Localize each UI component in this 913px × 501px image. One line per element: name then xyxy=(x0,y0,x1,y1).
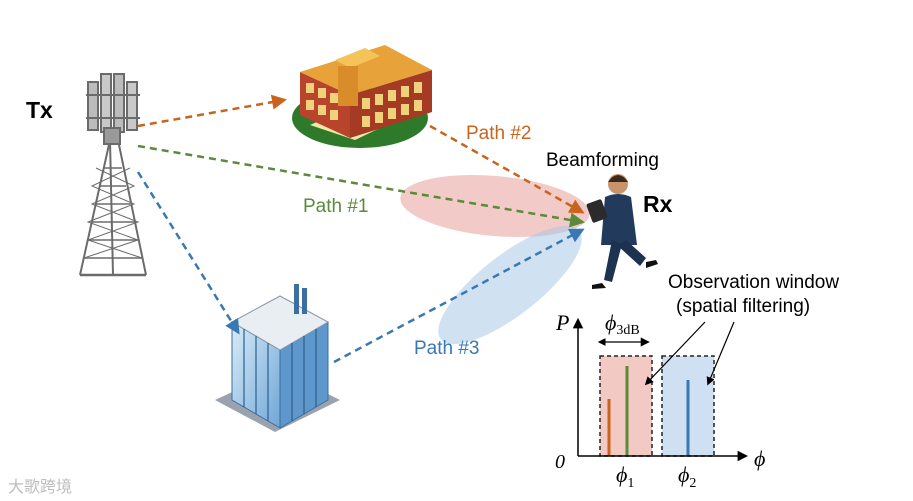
person-with-tablet-icon xyxy=(586,174,658,289)
path3-label: Path #3 xyxy=(414,338,480,359)
spatial-filtering-label: (spatial filtering) xyxy=(676,296,810,317)
window1-pointer xyxy=(644,321,706,386)
path1-arrow xyxy=(137,144,585,228)
path3-lower-arrow xyxy=(333,228,585,364)
observation-window-label: Observation window xyxy=(668,272,839,293)
rx-label: Rx xyxy=(643,191,673,217)
school-building-icon xyxy=(292,45,432,148)
phi1-label: ϕ1 xyxy=(616,462,634,491)
path2-lower-arrow xyxy=(429,124,585,214)
beamforming-label: Beamforming xyxy=(546,150,659,171)
phi-3db-label: ϕ3dB xyxy=(605,310,640,338)
tx-label: Tx xyxy=(26,97,53,123)
window2-pointer xyxy=(706,321,735,386)
path1-label: Path #1 xyxy=(303,196,369,217)
x-axis-label: ϕ xyxy=(754,446,765,471)
y-axis-label: P xyxy=(555,310,569,335)
path3-upper-arrow xyxy=(136,171,240,335)
path2-upper-arrow xyxy=(137,94,287,128)
cell-tower-icon xyxy=(79,73,147,277)
office-tower-icon xyxy=(215,284,340,432)
watermark: 大歌跨境 xyxy=(8,477,72,496)
angular-power-plot: P ϕ 0 ϕ3dB ϕ1 ϕ2 xyxy=(555,310,765,491)
beam-lobe-blue xyxy=(438,225,582,345)
path2-label: Path #2 xyxy=(466,123,532,144)
origin-label: 0 xyxy=(555,451,565,473)
phi2-label: ϕ2 xyxy=(678,462,696,491)
